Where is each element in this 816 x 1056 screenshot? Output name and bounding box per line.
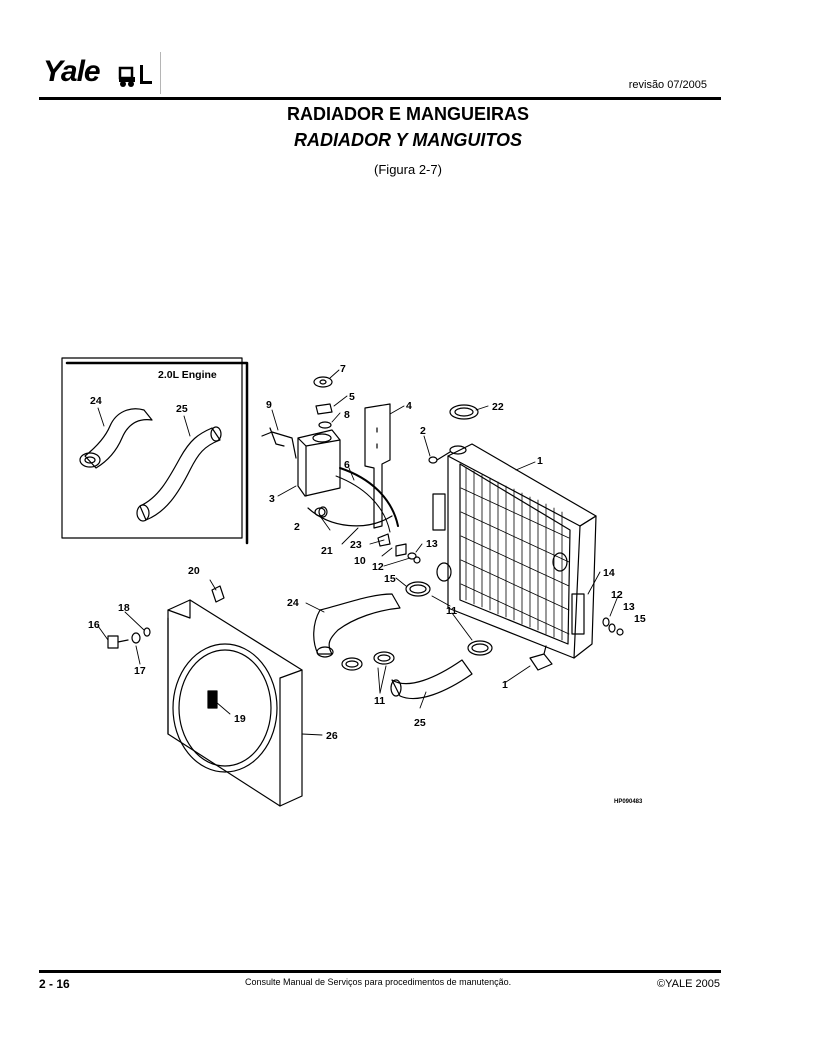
callout-3: 3 xyxy=(269,493,275,505)
coolant-reservoir xyxy=(261,376,399,533)
callout-25b: 25 xyxy=(414,717,426,729)
callout-24b: 24 xyxy=(287,597,299,609)
callout-12b: 12 xyxy=(611,589,623,601)
callout-15b: 15 xyxy=(634,613,646,625)
page-subtitle: RADIADOR Y MANGUITOS xyxy=(293,130,523,150)
callout-23: 23 xyxy=(350,539,362,551)
callout-2a: 2 xyxy=(420,425,426,437)
callout-22: 22 xyxy=(492,401,504,413)
callout-15a: 15 xyxy=(384,573,396,585)
callout-19: 19 xyxy=(234,713,246,725)
callout-1b: 1 xyxy=(502,679,508,691)
callout-18: 18 xyxy=(118,602,130,614)
footer-note: Consulte Manual de Serviços para procedi… xyxy=(245,977,512,987)
footer-rule xyxy=(39,970,721,973)
mounting-bracket xyxy=(364,403,391,529)
callout-9: 9 xyxy=(266,399,272,411)
callout-2b: 2 xyxy=(294,521,300,533)
callout-1a: 1 xyxy=(537,455,543,467)
forklift-icon xyxy=(118,65,152,87)
callout-20: 20 xyxy=(188,565,200,577)
callout-17: 17 xyxy=(134,665,146,677)
callout-7: 7 xyxy=(340,363,346,375)
callout-12a: 12 xyxy=(372,561,384,573)
drawing-code: HP090483 xyxy=(614,799,643,805)
radiator-hoses-diagram: 2.0L Engine 24 25 7 5 8 9 4 22 2 1 6 3 2… xyxy=(61,357,646,807)
callout-8: 8 xyxy=(344,409,350,421)
callout-11b: 11 xyxy=(374,695,385,707)
callout-5: 5 xyxy=(349,391,355,403)
fan-shroud xyxy=(107,585,303,807)
callout-10: 10 xyxy=(354,555,366,567)
logo-divider xyxy=(160,52,161,94)
callout-13b: 13 xyxy=(623,601,635,613)
engine-inset xyxy=(61,357,249,545)
fasteners xyxy=(377,451,451,564)
page-number: 2 - 16 xyxy=(39,977,70,991)
callout-14: 14 xyxy=(603,567,615,579)
callout-16: 16 xyxy=(88,619,100,631)
inset-title: 2.0L Engine xyxy=(158,369,217,381)
callout-6: 6 xyxy=(344,459,350,471)
figure-reference: (Figura 2-7) xyxy=(374,162,442,177)
revision-date: revisão 07/2005 xyxy=(628,79,707,91)
copyright: ©YALE 2005 xyxy=(657,978,720,990)
callout-13a: 13 xyxy=(426,538,438,550)
page-title: RADIADOR E MANGUEIRAS xyxy=(286,104,529,124)
callout-25: 25 xyxy=(176,403,188,415)
callout-24: 24 xyxy=(90,395,102,407)
callout-11a: 11 xyxy=(446,605,457,617)
brand-logo: Yale xyxy=(43,55,101,88)
header-rule xyxy=(39,97,721,100)
leader-lines xyxy=(97,369,619,736)
callout-4: 4 xyxy=(406,400,412,412)
lower-hoses xyxy=(313,581,493,700)
callout-26: 26 xyxy=(326,730,338,742)
callout-21: 21 xyxy=(321,545,333,557)
radiator-core xyxy=(432,404,624,671)
